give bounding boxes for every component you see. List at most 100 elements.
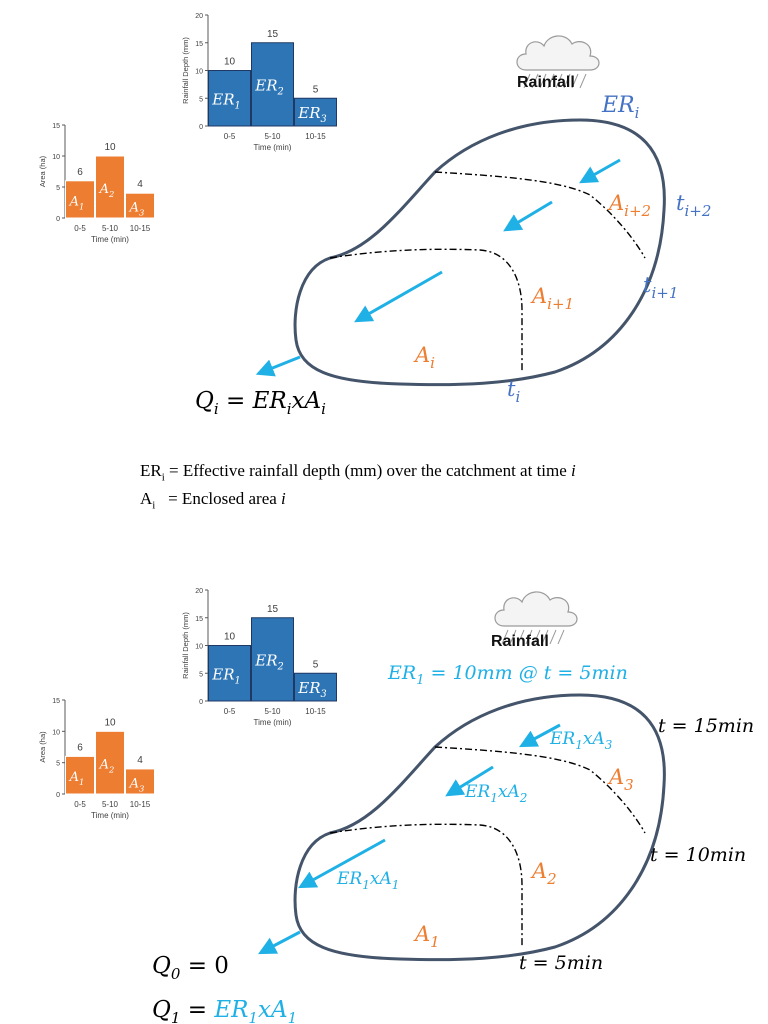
legend-line-area: Ai = Enclosed area i [140, 489, 286, 512]
area-label-i-plus-2: Ai+2 [607, 191, 651, 220]
area-label-a1: A1 [413, 922, 440, 951]
rain-chart-y-axis-label: Rainfall Depth (mm) [181, 612, 190, 679]
arrow-label-er1-a1: ER1xA1 [336, 869, 399, 892]
flow-arrow [298, 838, 386, 889]
rain-chart-bar-value-label: 10 [224, 632, 236, 643]
rain-chart-y-tick-label: 5 [199, 671, 203, 678]
catchment-outline-top [293, 118, 666, 387]
rain-chart-y-tick-label: 15 [195, 41, 203, 48]
area-chart-bar-symbol: A1 [69, 194, 85, 211]
legend-line-er: ERi = Effective rainfall depth (mm) over… [140, 461, 576, 484]
rain-chart-x-axis-label: Time (min) [254, 143, 292, 152]
area-chart-x-tick-label: 0-5 [74, 800, 86, 809]
arrow-label-er1-a3: ER1xA3 [549, 729, 613, 752]
rain-chart-bar-symbol: ER2 [254, 651, 283, 672]
rain-chart-y-tick-label: 0 [199, 124, 203, 131]
area-chart-x-axis-label: Time (min) [91, 235, 129, 244]
rain-chart-y-tick-label: 0 [199, 699, 203, 706]
rain-chart-bar-symbol: ER1 [211, 90, 240, 111]
rain-chart-bar-value-label: 5 [313, 84, 319, 95]
catchment-outline-bottom [293, 693, 666, 962]
area-chart-y-tick-label: 15 [52, 123, 60, 130]
rain-chart-bar-symbol: ER3 [297, 679, 326, 700]
rain-chart-bar [294, 672, 337, 702]
area-chart-x-tick-label: 10-15 [130, 224, 151, 233]
rain-chart-y-tick-label: 20 [195, 588, 203, 595]
rain-chart-x-tick-label: 5-10 [264, 132, 281, 141]
discharge-equation: Qi = ERixAi [195, 388, 326, 418]
rain-chart-y-tick-label: 10 [195, 69, 203, 76]
rain-chart-bar [294, 97, 337, 127]
time-label-10min: t = 10min [650, 844, 746, 866]
area-chart-bar-value-label: 4 [137, 755, 143, 766]
rain-chart-y-tick-label: 15 [195, 616, 203, 623]
time-label-i-plus-1: ti+1 [643, 273, 678, 302]
area-chart-bar-symbol: A3 [129, 776, 145, 793]
area-label-i-plus-1: Ai+1 [530, 284, 574, 313]
time-label-i-plus-2: ti+2 [676, 191, 711, 220]
rain-chart-x-tick-label: 10-15 [305, 707, 326, 716]
area-chart-bar-symbol: A1 [69, 770, 85, 787]
area-chart-x-axis-label: Time (min) [91, 811, 129, 820]
flow-arrows-bottom [258, 723, 561, 955]
area-chart-bar-symbol: A3 [129, 201, 145, 218]
flow-arrows-top [255, 158, 621, 377]
area-chart-bar [95, 155, 125, 219]
area-chart-y-tick-label: 10 [52, 154, 60, 161]
rain-chart-bar [251, 42, 294, 127]
area-chart-bar-symbol: A2 [99, 182, 115, 199]
rain-chart-bar [208, 70, 251, 127]
rain-chart-y-tick-label: 20 [195, 13, 203, 20]
rain-chart-y-tick-label: 5 [199, 96, 203, 103]
outflow-arrow [258, 930, 301, 955]
area-chart-bar [125, 768, 155, 795]
area-label-a3: A3 [607, 765, 634, 794]
area-chart-x-tick-label: 0-5 [74, 224, 86, 233]
area-chart-bar [65, 180, 95, 219]
area-chart-y-tick-label: 5 [56, 185, 60, 192]
rain-chart-y-tick-label: 10 [195, 644, 203, 651]
bottom-labels: ER1 = 10mm @ t = 5min ER1xA3 ER1xA2 ER1x… [152, 662, 754, 1024]
time-label-15min: t = 15min [658, 715, 754, 737]
rainfall-label-top: Rainfall [517, 74, 575, 91]
rain-chart-x-tick-label: 0-5 [224, 707, 236, 716]
outflow-arrow [255, 355, 301, 377]
variable-legend: ERi = Effective rainfall depth (mm) over… [140, 460, 576, 517]
rain-chart-x-tick-label: 10-15 [305, 132, 326, 141]
flow-arrow [519, 723, 561, 748]
area-chart-y-tick-label: 10 [52, 729, 60, 736]
rain-chart-bar-symbol: ER1 [211, 665, 240, 686]
area-chart-x-tick-label: 5-10 [102, 224, 119, 233]
area-chart-bar [95, 730, 125, 795]
er1-at-time-label: ER1 = 10mm @ t = 5min [387, 662, 628, 688]
top-labels: ERi Ai+2 Ai+1 Ai ti+2 ti+1 ti Qi = ERixA… [195, 93, 711, 418]
time-label-5min: t = 5min [519, 952, 603, 974]
flow-arrow [579, 158, 621, 184]
area-chart-bar-value-label: 4 [137, 179, 143, 190]
rain-chart-y-axis-label: Rainfall Depth (mm) [181, 37, 190, 104]
rain-chart-bar [251, 617, 294, 702]
area-chart-y-tick-label: 5 [56, 761, 60, 768]
rain-chart-bar-value-label: 5 [313, 659, 319, 670]
area-chart-x-tick-label: 5-10 [102, 800, 119, 809]
rain-chart-bar [208, 645, 251, 702]
area-chart-y-axis-label: Area (ha) [38, 155, 47, 187]
flow-arrow [503, 200, 553, 232]
rain-chart-x-axis-label: Time (min) [254, 718, 292, 727]
area-label-i: Ai [413, 343, 435, 372]
area-chart-x-tick-label: 10-15 [130, 800, 151, 809]
er-i-label: ERi [601, 93, 640, 122]
area-chart-bar-value-label: 6 [77, 742, 83, 753]
rain-chart-bar-symbol: ER3 [297, 104, 326, 125]
q0-equation: Q0 = 0 [152, 953, 229, 983]
area-chart-bar [65, 755, 95, 795]
arrow-label-er1-a2: ER1xA2 [464, 782, 527, 805]
area-chart-bar-value-label: 10 [104, 717, 116, 728]
q1-equation: Q1 = ER1xA1 [152, 997, 297, 1024]
rain-chart-bar-value-label: 15 [267, 29, 279, 40]
